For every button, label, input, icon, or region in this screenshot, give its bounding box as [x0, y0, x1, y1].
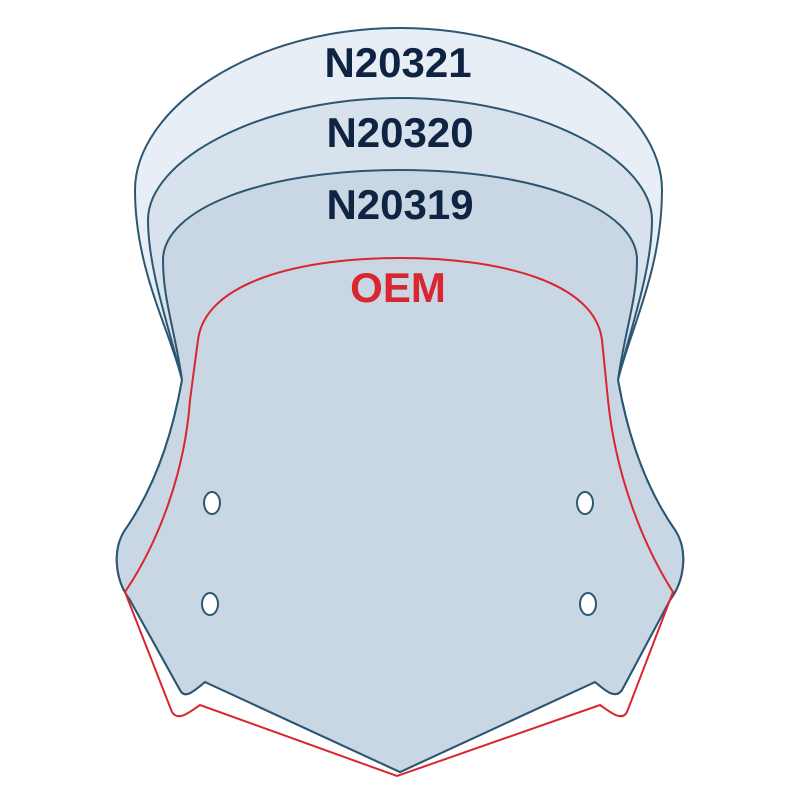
mounting-hole [201, 592, 219, 616]
label-n20320: N20320 [326, 109, 473, 156]
mounting-hole [203, 491, 221, 515]
windscreen-n20319-outline [115, 168, 685, 774]
windscreen-oem-outline [123, 256, 675, 778]
label-n20321: N20321 [324, 39, 471, 86]
label-n20319: N20319 [326, 181, 473, 228]
mounting-hole [576, 491, 594, 515]
label-oem: OEM [350, 264, 446, 311]
mounting-hole [579, 592, 597, 616]
